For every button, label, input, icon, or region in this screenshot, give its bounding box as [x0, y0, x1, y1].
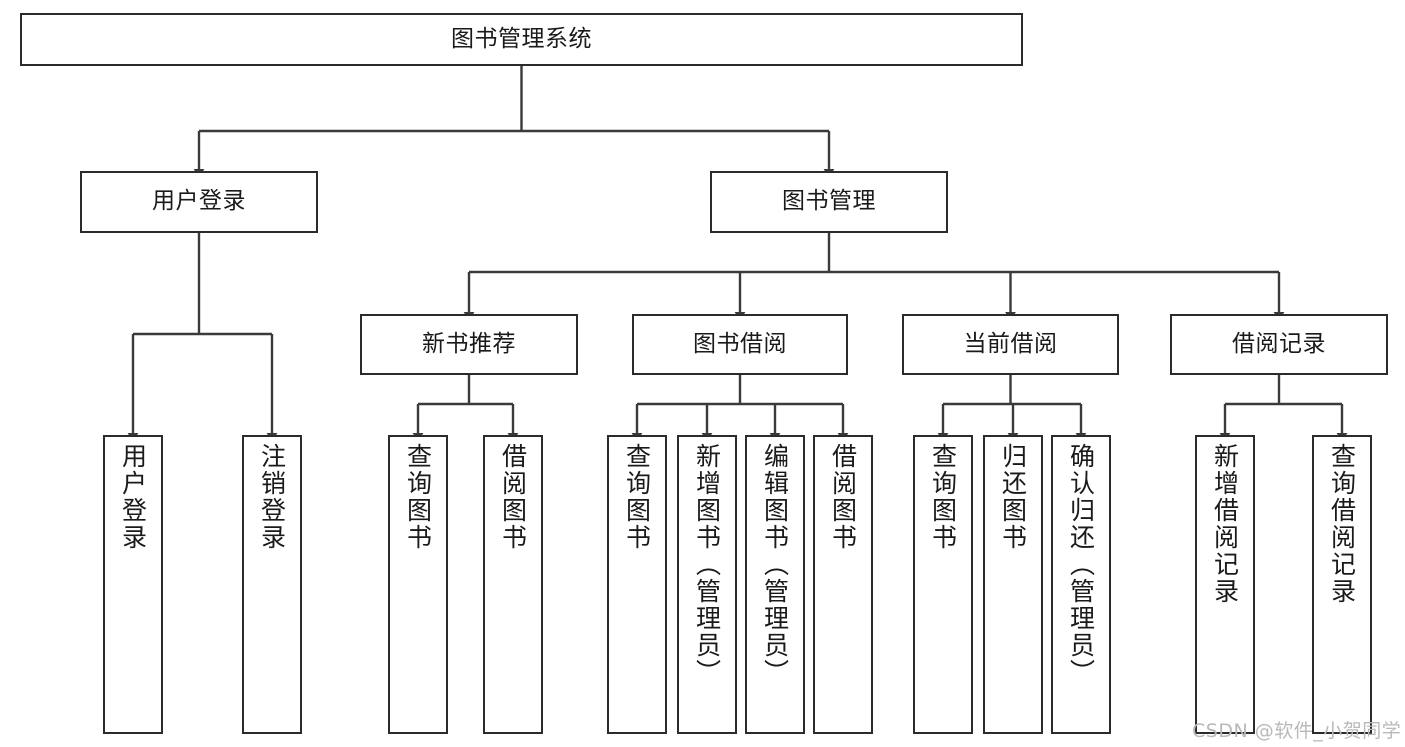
node-label: 借阅图书: [498, 443, 528, 551]
node-leaf-cur-1[interactable]: 查询图书: [913, 435, 973, 734]
node-leaf-new-2[interactable]: 借阅图书: [483, 435, 543, 734]
node-current[interactable]: 当前借阅: [902, 314, 1119, 375]
node-label: 借阅记录: [1232, 330, 1326, 357]
node-label: 查询借阅记录: [1327, 443, 1357, 605]
node-label: 新增图书（管理员）: [692, 443, 722, 686]
node-label: 新增借阅记录: [1210, 443, 1240, 605]
node-leaf-login-1[interactable]: 用户登录: [103, 435, 163, 734]
node-label: 查询图书: [928, 443, 958, 551]
node-leaf-new-1[interactable]: 查询图书: [388, 435, 448, 734]
node-login[interactable]: 用户登录: [80, 171, 318, 233]
node-label: 编辑图书（管理员）: [760, 443, 790, 686]
node-label: 用户登录: [152, 188, 246, 215]
node-label: 查询图书: [403, 443, 433, 551]
node-leaf-rec-1[interactable]: 新增借阅记录: [1195, 435, 1255, 734]
csdn-watermark: CSDN @软件_小贺同学: [1192, 720, 1402, 742]
node-leaf-borrow-3[interactable]: 编辑图书（管理员）: [745, 435, 805, 734]
node-root[interactable]: 图书管理系统: [20, 13, 1023, 66]
node-label: 查询图书: [622, 443, 652, 551]
node-label: 图书管理: [782, 188, 876, 215]
node-label: 新书推荐: [422, 330, 516, 357]
node-leaf-borrow-2[interactable]: 新增图书（管理员）: [677, 435, 737, 734]
node-label: 归还图书: [998, 443, 1028, 551]
node-bookmgmt[interactable]: 图书管理: [710, 171, 948, 233]
node-label: 借阅图书: [828, 443, 858, 551]
node-label: 确认归还（管理员）: [1066, 443, 1096, 686]
node-label: 图书借阅: [693, 330, 787, 357]
node-leaf-borrow-1[interactable]: 查询图书: [607, 435, 667, 734]
node-leaf-cur-2[interactable]: 归还图书: [983, 435, 1043, 734]
node-label: 图书管理系统: [451, 25, 592, 52]
node-leaf-borrow-4[interactable]: 借阅图书: [813, 435, 873, 734]
node-label: 当前借阅: [963, 330, 1058, 357]
node-newbook[interactable]: 新书推荐: [360, 314, 578, 375]
node-leaf-login-2[interactable]: 注销登录: [242, 435, 302, 734]
edge-paths: [127, 66, 1348, 442]
node-borrow[interactable]: 图书借阅: [632, 314, 848, 375]
node-leaf-rec-2[interactable]: 查询借阅记录: [1312, 435, 1372, 734]
node-label: 用户登录: [118, 443, 148, 551]
node-label: 注销登录: [257, 443, 287, 551]
node-leaf-cur-3[interactable]: 确认归还（管理员）: [1051, 435, 1111, 734]
node-records[interactable]: 借阅记录: [1170, 314, 1388, 375]
